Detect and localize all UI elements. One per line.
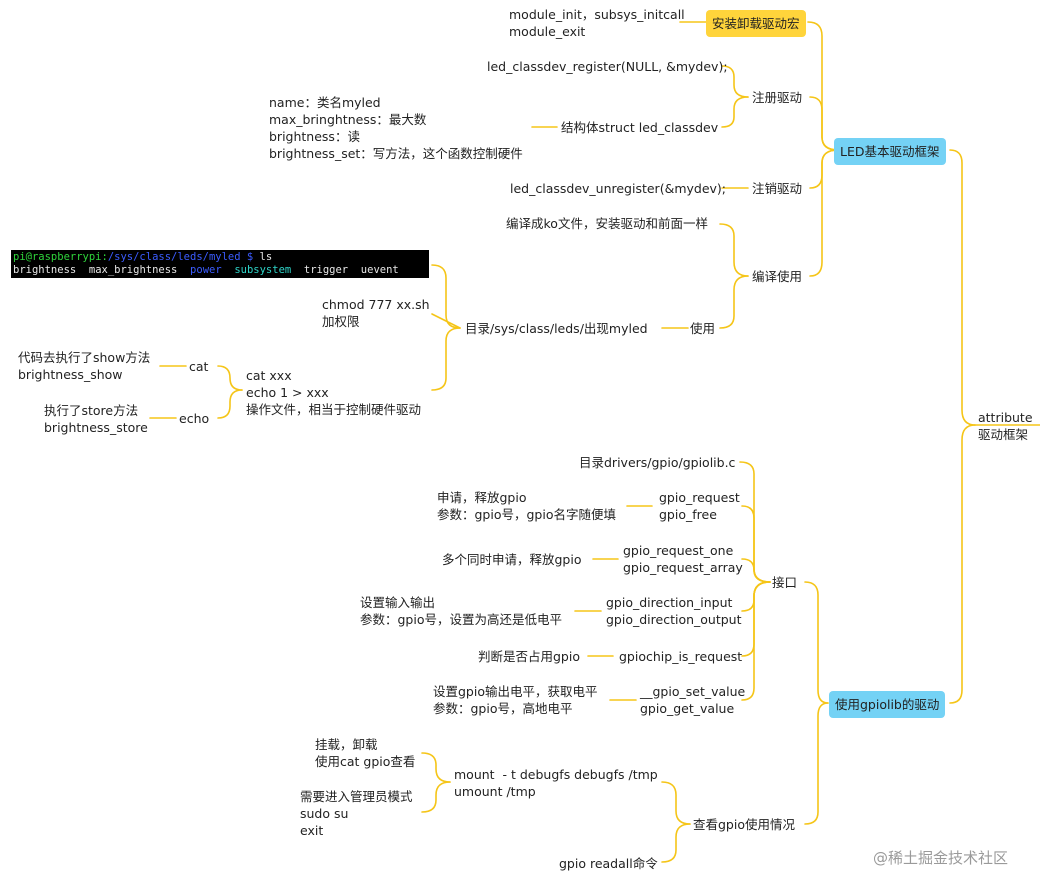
term-out-max: max_brightness [88, 264, 178, 276]
gpio-direction-desc: 设置输入输出 参数：gpio号，设置为高还是低电平 [360, 594, 562, 628]
gpio-request-desc1: 申请，释放gpio [437, 490, 527, 505]
gpiolib-node[interactable]: 使用gpiolib的驱动 [829, 691, 946, 718]
root-node[interactable]: attribute 驱动框架 [978, 409, 1033, 443]
use-node[interactable]: 使用 [690, 321, 716, 336]
ops-line2: echo 1 > xxx [246, 385, 329, 400]
install-macro-text: module_init，subsys_initcall module_exit [509, 6, 685, 40]
gpio-request-one-line2: gpio_request_array [623, 560, 743, 575]
root-line1: attribute [978, 410, 1033, 425]
term-out-uevent: uevent [360, 264, 399, 276]
unregister-call: led_classdev_unregister(&mydev); [510, 181, 727, 196]
gpiochip-is-request-node[interactable]: gpiochip_is_request [619, 649, 743, 664]
struct-node[interactable]: 结构体struct led_classdev [561, 120, 719, 135]
use-dir-node[interactable]: 目录/sys/class/leds/出现myled [465, 321, 648, 336]
compile-ko-text: 编译成ko文件，安装驱动和前面一样 [506, 216, 708, 231]
echo-line2: brightness_store [44, 420, 148, 435]
cat-line2: brightness_show [18, 367, 123, 382]
ops-line1: cat xxx [246, 368, 292, 383]
gpio-request-one-node[interactable]: gpio_request_one gpio_request_array [623, 542, 743, 576]
cat-line1: 代码去执行了show方法 [18, 350, 151, 365]
sudo-line3: exit [300, 823, 324, 838]
struct-fields: name：类名myled max_bringhtness：最大数 brightn… [269, 94, 523, 162]
register-node[interactable]: 注册驱动 [752, 90, 803, 105]
gpio-request-desc2: 参数：gpio号，gpio名字随便填 [437, 507, 616, 522]
echo-line1: 执行了store方法 [44, 403, 139, 418]
gpiochip-is-request-desc: 判断是否占用gpio [478, 649, 580, 664]
mount-note: 挂载，卸载 使用cat gpio查看 [315, 736, 415, 770]
field-brightness-set: brightness_set：写方法，这个函数控制硬件 [269, 146, 523, 161]
terminal-screenshot: pi@raspberrypi:/sys/class/leds/myled $ l… [11, 250, 429, 278]
gpio-value-line2: gpio_get_value [640, 701, 735, 716]
chmod-line2: 加权限 [322, 314, 360, 329]
install-line2: module_exit [509, 24, 586, 39]
gpio-value-desc1: 设置gpio输出电平，获取电平 [433, 684, 598, 699]
root-line2: 驱动框架 [978, 427, 1029, 442]
chmod-line1: chmod 777 xx.sh [322, 297, 430, 312]
interface-node[interactable]: 接口 [772, 575, 798, 590]
chmod-text: chmod 777 xx.sh 加权限 [322, 296, 430, 330]
install-macro-node[interactable]: 安装卸载驱动宏 [706, 10, 806, 37]
gpio-usage-node[interactable]: 查看gpio使用情况 [693, 817, 795, 832]
gpio-direction-desc2: 参数：gpio号，设置为高还是低电平 [360, 612, 562, 627]
sudo-line2: sudo su [300, 806, 349, 821]
mount-note-line1: 挂载，卸载 [315, 737, 378, 752]
mount-node[interactable]: mount - t debugfs debugfs /tmp umount /t… [454, 766, 658, 800]
gpio-readall-node[interactable]: gpio readall命令 [559, 856, 658, 871]
gpio-request-desc: 申请，释放gpio 参数：gpio号，gpio名字随便填 [437, 489, 616, 523]
gpio-request-node[interactable]: gpio_request gpio_free [659, 489, 740, 523]
gpio-request-line1: gpio_request [659, 490, 740, 505]
term-out-power: power [190, 264, 222, 276]
ops-node[interactable]: cat xxx echo 1 > xxx 操作文件，相当于控制硬件驱动 [246, 367, 421, 418]
sudo-line1: 需要进入管理员模式 [300, 789, 413, 804]
echo-node[interactable]: echo [179, 411, 210, 426]
term-out-trigger: trigger [303, 264, 349, 276]
field-name: name：类名myled [269, 95, 381, 110]
gpio-value-desc2: 参数：gpio号，高地电平 [433, 701, 573, 716]
gpio-direction-node[interactable]: gpio_direction_input gpio_direction_outp… [606, 594, 742, 628]
gpio-value-line1: __gpio_set_value [640, 684, 746, 699]
term-cmd: ls [253, 251, 273, 263]
cat-desc: 代码去执行了show方法 brightness_show [18, 349, 150, 383]
gpio-request-one-desc: 多个同时申请，释放gpio [442, 552, 582, 567]
gpiolib-dir: 目录drivers/gpio/gpiolib.c [579, 455, 736, 470]
gpio-direction-desc1: 设置输入输出 [360, 595, 436, 610]
gpio-request-one-line1: gpio_request_one [623, 543, 734, 558]
echo-desc: 执行了store方法 brightness_store [44, 402, 148, 436]
gpio-value-desc: 设置gpio输出电平，获取电平 参数：gpio号，高地电平 [433, 683, 598, 717]
watermark: @稀土掘金技术社区 [873, 849, 1009, 867]
ops-line3: 操作文件，相当于控制硬件驱动 [246, 402, 422, 417]
mount-line2: umount /tmp [454, 784, 536, 799]
gpio-value-node[interactable]: __gpio_set_value gpio_get_value [640, 683, 745, 717]
mount-line1: mount - t debugfs debugfs /tmp [454, 767, 658, 782]
compile-node[interactable]: 编译使用 [752, 269, 803, 284]
led-framework-node[interactable]: LED基本驱动框架 [834, 138, 946, 165]
term-path: /sys/class/leds/myled $ [107, 251, 254, 263]
register-call: led_classdev_register(NULL, &mydev); [487, 59, 728, 74]
cat-node[interactable]: cat [189, 359, 209, 374]
term-out-subsystem: subsystem [234, 264, 292, 276]
gpio-request-line2: gpio_free [659, 507, 717, 522]
field-brightness: brightness：读 [269, 129, 360, 144]
field-max: max_bringhtness：最大数 [269, 112, 427, 127]
term-out-brightness: brightness [13, 264, 77, 276]
term-prompt: pi@raspberrypi: [13, 251, 108, 263]
sudo-note: 需要进入管理员模式 sudo su exit [300, 788, 413, 839]
gpio-direction-line2: gpio_direction_output [606, 612, 742, 627]
unregister-node[interactable]: 注销驱动 [752, 181, 803, 196]
gpio-direction-line1: gpio_direction_input [606, 595, 733, 610]
install-line1: module_init，subsys_initcall [509, 7, 685, 22]
mount-note-line2: 使用cat gpio查看 [315, 754, 416, 769]
